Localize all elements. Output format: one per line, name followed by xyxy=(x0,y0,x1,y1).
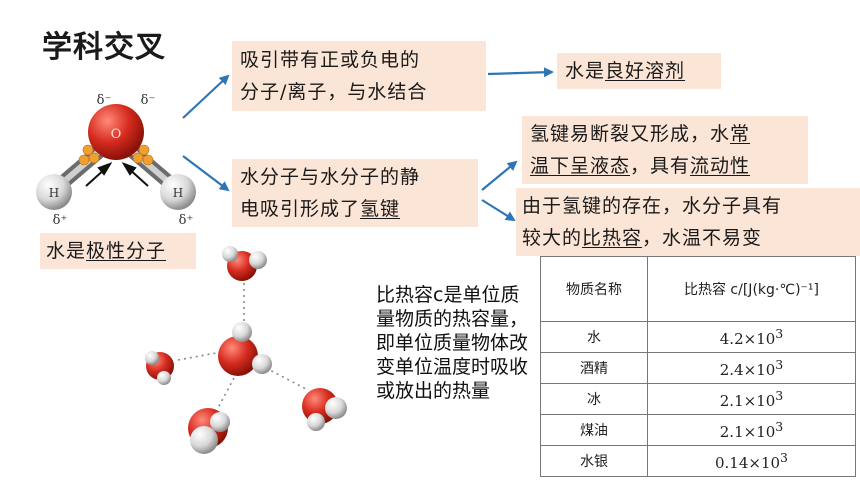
table-row: 水 4.2×103 xyxy=(540,321,856,353)
attract-ions-box: 吸引带有正或负电的 分子/离子，与水结合 xyxy=(232,41,486,111)
arrow-to-attract xyxy=(182,74,230,119)
hydrogen-atom-left xyxy=(36,174,72,210)
hydrogen-bond-box: 水分子与水分子的静 电吸引形成了氢键 xyxy=(232,159,478,227)
table-row: 冰 2.1×103 xyxy=(540,383,856,415)
water-molecule-center xyxy=(218,322,272,376)
svg-text:H: H xyxy=(173,186,183,200)
water-molecule-bottom xyxy=(188,408,230,454)
water-molecule-right xyxy=(302,388,347,431)
oxygen-atom xyxy=(88,104,144,160)
hydrogen-bond-lines xyxy=(177,283,309,409)
polar-molecule-box: 水是极性分子 xyxy=(40,233,196,269)
svg-text:H: H xyxy=(49,186,59,200)
table-row: 水银 0.14×103 xyxy=(540,445,856,477)
specific-heat-table: 物质名称 比热容 c/[J(kg·℃)⁻¹] 水 4.2×103 酒精 2.4×… xyxy=(540,256,856,477)
water-molecule-top xyxy=(222,246,267,281)
water-molecule-diagram: O H H δ⁻ δ⁻ δ⁺ δ⁺ xyxy=(36,93,196,228)
page-title: 学科交叉 xyxy=(42,30,166,65)
oxygen-label: O xyxy=(111,127,122,142)
delta-minus-label: δ⁻ xyxy=(141,93,156,108)
lone-pair-electrons xyxy=(78,144,154,166)
water-molecule-left xyxy=(145,351,174,385)
arrow-to-hydrogen-bond xyxy=(182,155,230,192)
good-solvent-box: 水是良好溶剂 xyxy=(557,53,721,89)
arrow-to-heat-capacity xyxy=(481,199,516,222)
hydrogen-bond-network xyxy=(145,246,347,454)
liquid-flow-box: 氢键易断裂又形成，水常 温下呈液态，具有流动性 xyxy=(522,116,808,184)
table-header-name: 物质名称 xyxy=(540,256,648,322)
heat-capacity-box: 由于氢键的存在，水分子具有 较大的比热容，水温不易变 xyxy=(516,188,860,256)
specific-heat-description: 比热容c是单位质量物质的热容量，即单位质量物体改变单位温度时吸收或放出的热量 xyxy=(376,284,529,402)
table-header-value: 比热容 c/[J(kg·℃)⁻¹] xyxy=(647,256,856,322)
delta-plus-label: δ⁺ xyxy=(53,213,68,228)
delta-plus-label: δ⁺ xyxy=(179,213,194,228)
dipole-arrows xyxy=(85,162,149,187)
table-row: 煤油 2.1×103 xyxy=(540,414,856,446)
table-row: 酒精 2.4×103 xyxy=(540,352,856,384)
delta-minus-label: δ⁻ xyxy=(97,93,112,108)
arrow-to-liquid xyxy=(481,160,518,191)
hydrogen-atom-right xyxy=(160,174,196,210)
arrow-to-solvent xyxy=(487,67,554,78)
